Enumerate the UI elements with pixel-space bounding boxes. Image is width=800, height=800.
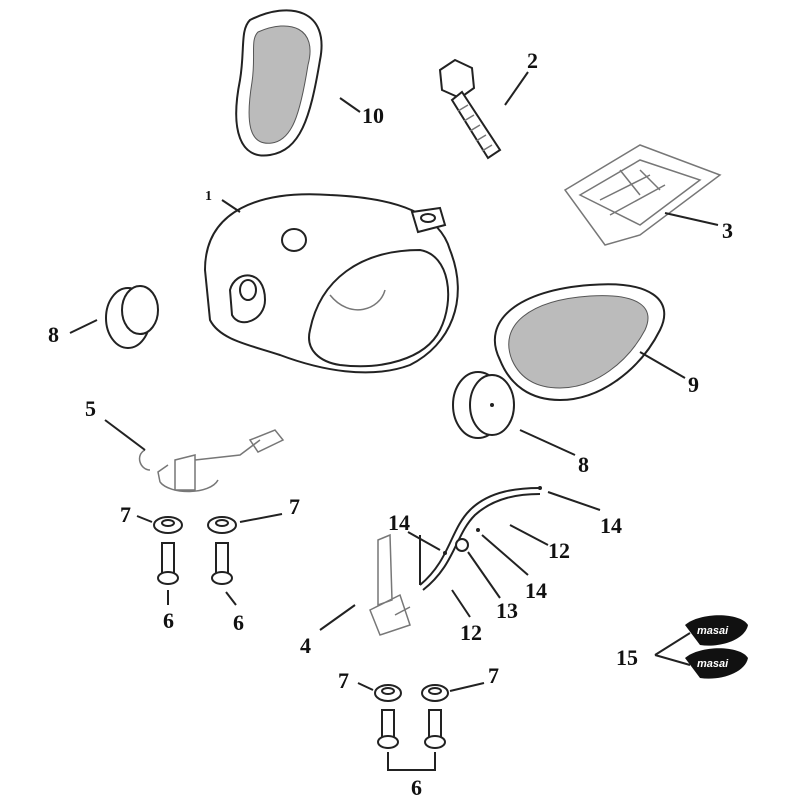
callout-14-b: 14 <box>388 510 410 535</box>
callout-14-a: 14 <box>600 513 622 538</box>
mounting-plate <box>563 144 722 246</box>
callout-7-c: 7 <box>338 668 349 693</box>
callout-4: 4 <box>300 633 311 658</box>
callout-9: 9 <box>688 372 699 397</box>
callout-7-d: 7 <box>488 663 499 688</box>
callout-2: 2 <box>527 48 538 73</box>
knee-pad-right <box>493 283 666 402</box>
callout-6-a: 6 <box>163 608 174 633</box>
callout-labels: 10 2 3 1 8 9 5 8 7 7 6 6 4 14 14 12 14 1… <box>48 48 733 800</box>
callout-7-b: 7 <box>289 494 300 519</box>
callout-8-right: 8 <box>578 452 589 477</box>
callout-1: 1 <box>205 189 212 204</box>
callout-14-c: 14 <box>525 578 547 603</box>
callout-10: 10 <box>362 103 384 128</box>
callout-13: 13 <box>496 598 518 623</box>
knee-pad-left <box>235 9 323 157</box>
callout-12-b: 12 <box>460 620 482 645</box>
callout-6-c: 6 <box>411 775 422 800</box>
cap-right <box>452 371 515 439</box>
bolt <box>438 58 502 160</box>
callout-3: 3 <box>722 218 733 243</box>
washer-bolt-set-left <box>153 516 237 585</box>
svg-text:masai: masai <box>697 625 729 637</box>
decal-bottom: masai <box>685 648 748 679</box>
callout-8-left: 8 <box>48 322 59 347</box>
callout-12-a: 12 <box>548 538 570 563</box>
washer-bolt-set-bottom <box>374 684 449 749</box>
fuel-sender <box>138 429 285 493</box>
callout-15: 15 <box>616 645 638 670</box>
callout-6-b: 6 <box>233 610 244 635</box>
cap-left <box>105 285 159 349</box>
decal-top: masai <box>685 615 748 646</box>
callout-7-a: 7 <box>120 502 131 527</box>
svg-text:masai: masai <box>697 658 729 670</box>
leader-lines <box>69 71 719 771</box>
fuel-tap <box>369 486 542 636</box>
fuel-tank <box>203 193 459 374</box>
callout-5: 5 <box>85 396 96 421</box>
